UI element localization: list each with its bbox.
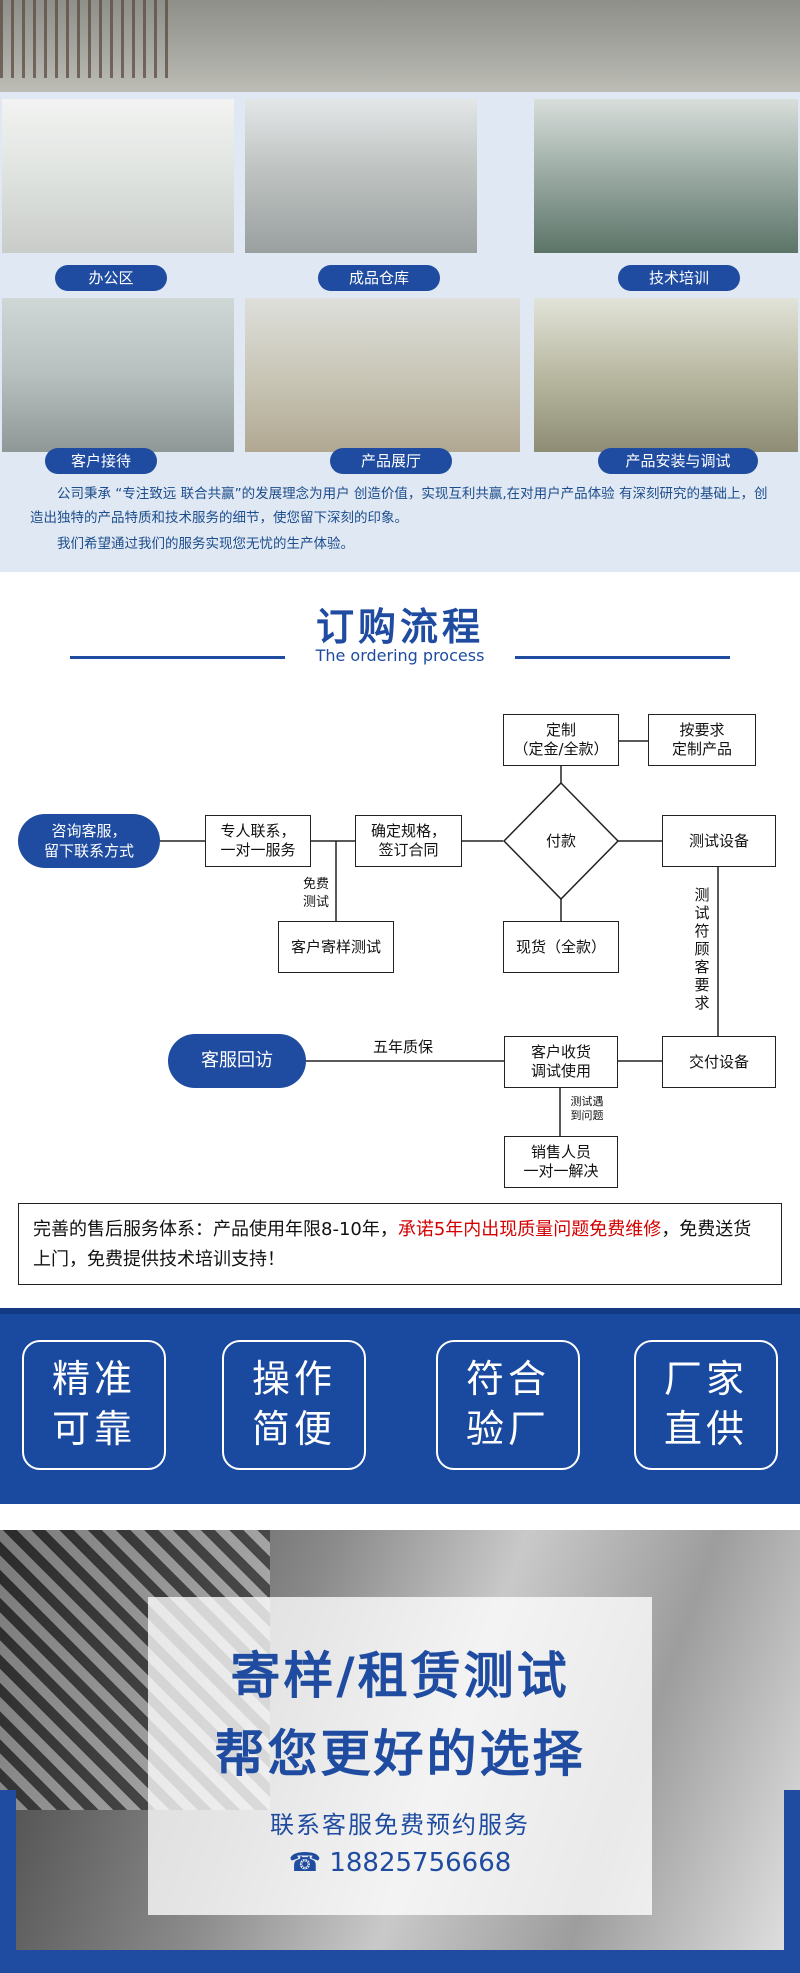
fence-graphic xyxy=(0,0,170,78)
caption-warehouse: 成品仓库 xyxy=(318,265,440,291)
feature-4-line1: 厂家 xyxy=(663,1357,748,1401)
feature-1-line2: 可靠 xyxy=(51,1407,136,1451)
feature-1-line1: 精准 xyxy=(51,1357,136,1401)
confirm-node: 确定规格， 签订合同 xyxy=(355,815,462,867)
intro-paragraph-2: 我们希望通过我们的服务实现您无忧的生产体验。 xyxy=(57,536,354,552)
warehouse-photo xyxy=(245,99,477,253)
caption-showroom: 产品展厅 xyxy=(330,448,452,474)
intro-paragraph-1: 公司秉承 “专注致远 联合共赢”的发展理念为用户 创造价值，实现互利共赢,在对用… xyxy=(30,486,768,526)
in-stock-node: 现货（全款） xyxy=(503,921,619,973)
rental-subheading: 帮您更好的选择 xyxy=(214,1725,586,1783)
free-test-label: 免费 测试 xyxy=(302,877,329,910)
revisit-node: 客服回访 xyxy=(168,1034,306,1088)
after-sales-suffix: ，免费送货上门，免费提供技术培训支持！ xyxy=(33,1219,752,1270)
meet-requirement-label: 测 试 符 顾 客 要 求 xyxy=(694,886,710,1012)
ordering-title: 订购流程 xyxy=(315,605,484,649)
pay-node: 付款 xyxy=(545,832,576,850)
custom-node: 定制 （定金/全款） xyxy=(503,714,619,766)
caption-reception: 客户接待 xyxy=(45,448,157,474)
reception-photo xyxy=(2,298,234,452)
gallery-item-reception xyxy=(2,298,234,452)
feature-audit: 符合 验厂 xyxy=(436,1340,580,1470)
feature-2-line1: 操作 xyxy=(251,1357,336,1401)
caption-install: 产品安装与调试 xyxy=(598,448,758,474)
caption-training: 技术培训 xyxy=(618,265,740,291)
dedicated-node: 专人联系， 一对一服务 xyxy=(205,815,311,867)
feature-3-line2: 验厂 xyxy=(465,1407,550,1451)
sample-test-node: 客户寄样测试 xyxy=(278,921,394,973)
title-line-left xyxy=(70,656,285,659)
install-photo xyxy=(534,298,798,452)
phone-number[interactable]: 18825756668 xyxy=(329,1848,512,1878)
title-line-right xyxy=(515,656,730,659)
company-intro: 公司秉承 “专注致远 联合共赢”的发展理念为用户 创造价值，实现互利共赢,在对用… xyxy=(30,482,775,556)
test-equipment-node: 测试设备 xyxy=(662,815,776,867)
ordering-subtitle: The ordering process xyxy=(315,646,485,665)
gallery-item-install xyxy=(534,298,798,452)
problem-label: 测试遇 到问题 xyxy=(570,1095,604,1122)
feature-direct: 厂家 直供 xyxy=(634,1340,778,1470)
deliver-node: 交付设备 xyxy=(662,1036,776,1088)
showroom-photo xyxy=(245,298,520,452)
caption-office: 办公区 xyxy=(55,265,167,291)
rental-heading: 寄样/租赁测试 xyxy=(230,1647,570,1705)
after-sales-highlight: 承诺5年内出现质量问题免费维修 xyxy=(397,1219,662,1240)
after-sales-prefix: 完善的售后服务体系：产品使用年限8-10年， xyxy=(33,1219,398,1240)
custom-requirement-node: 按要求 定制产品 xyxy=(648,714,756,766)
sales-node: 销售人员 一对一解决 xyxy=(504,1136,618,1188)
feature-4-line2: 直供 xyxy=(663,1407,748,1451)
feature-easy: 操作 简便 xyxy=(222,1340,366,1470)
flow-connectors xyxy=(160,740,719,1136)
blue-bottom-bar xyxy=(0,1950,800,1973)
gallery-item-office xyxy=(2,99,234,253)
receive-node: 客户收货 调试使用 xyxy=(504,1036,618,1088)
gallery-item-showroom xyxy=(245,298,520,452)
warranty-label: 五年质保 xyxy=(372,1038,433,1056)
feature-3-line1: 符合 xyxy=(465,1357,550,1401)
blue-frame xyxy=(0,1790,800,1973)
consult-node: 咨询客服， 留下联系方式 xyxy=(18,814,160,868)
gallery-item-training xyxy=(534,99,798,253)
feature-2-line2: 简便 xyxy=(251,1407,336,1451)
rental-service-text: 联系客服免费预约服务 xyxy=(270,1811,530,1839)
rental-card xyxy=(148,1597,652,1915)
office-photo xyxy=(2,99,234,253)
feature-precise: 精准 可靠 xyxy=(22,1340,166,1470)
gallery-item-warehouse xyxy=(245,99,477,253)
training-photo xyxy=(534,99,798,253)
rental-phone[interactable]: ☎ 18825756668 xyxy=(0,1848,800,1878)
after-sales-note: 完善的售后服务体系：产品使用年限8-10年，承诺5年内出现质量问题免费维修，免费… xyxy=(18,1203,782,1285)
phone-icon: ☎ xyxy=(288,1848,322,1878)
